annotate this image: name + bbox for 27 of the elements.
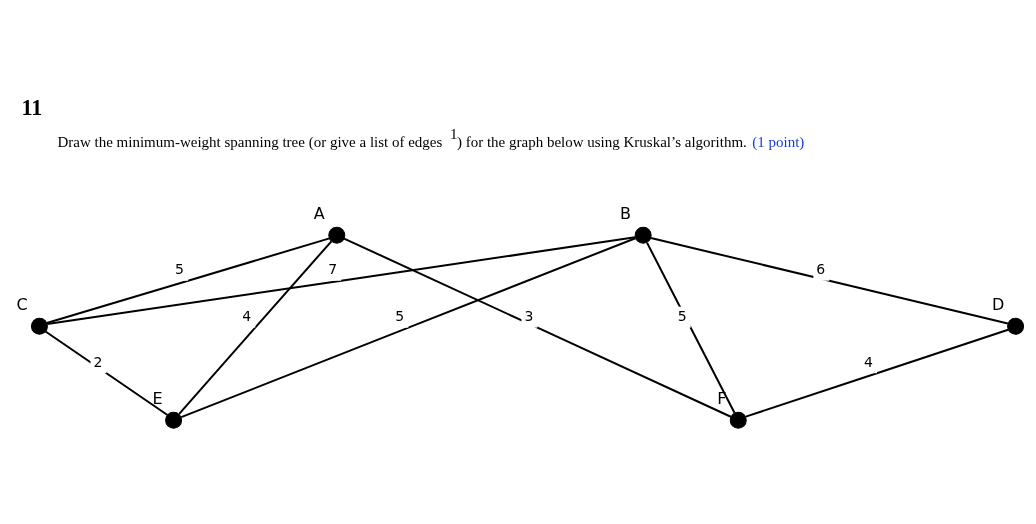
label: (1 point) <box>751 133 804 150</box>
node-circle <box>1006 317 1024 335</box>
node-label: D <box>991 294 1004 314</box>
node-label: E <box>152 388 163 408</box>
edge-label: 4 <box>241 307 251 324</box>
connector <box>744 328 1009 418</box>
edge-label: 7 <box>327 260 337 277</box>
edge-label: 5 <box>677 307 687 324</box>
connector <box>177 239 332 415</box>
edge-label: 5 <box>394 307 404 324</box>
connector <box>45 236 330 324</box>
edge-label: 5 <box>174 260 184 277</box>
connector <box>179 236 636 418</box>
node-label: A <box>313 203 325 223</box>
node-label: B <box>619 203 631 223</box>
node-circle <box>729 411 747 429</box>
edge-label: 2 <box>92 353 102 370</box>
edge-label: 4 <box>863 353 873 370</box>
edge-label: 3 <box>523 307 533 324</box>
node-circle <box>634 226 652 244</box>
node-circle <box>30 317 48 335</box>
edge-label: 6 <box>815 260 825 277</box>
node-label: C <box>15 294 28 314</box>
node-circle <box>164 411 182 429</box>
diagram-title: 11 <box>20 94 42 120</box>
node-circle <box>327 226 345 244</box>
connector <box>45 235 636 325</box>
